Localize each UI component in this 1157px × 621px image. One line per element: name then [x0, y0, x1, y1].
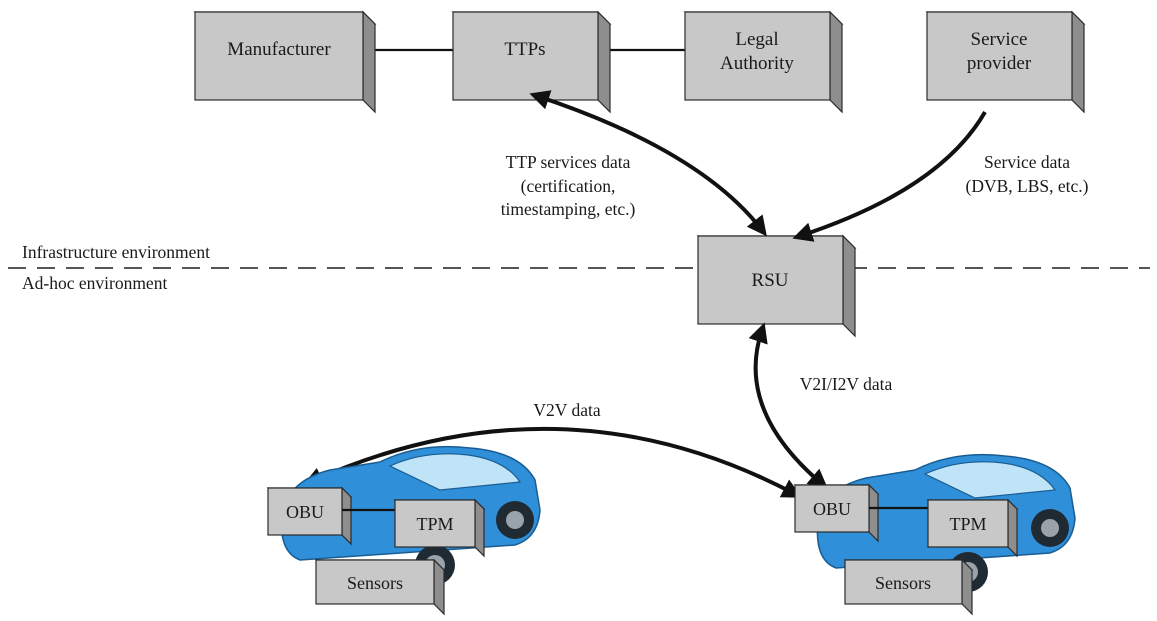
ttp-services-label-line2: (certification,	[521, 176, 616, 196]
v2i-arrow	[748, 322, 829, 490]
ttp-services-label-line1: TTP services data	[506, 152, 631, 172]
v2v-arrow	[302, 426, 803, 498]
right-obu-box: OBU	[793, 483, 880, 543]
left-vehicle: OBU TPM Sensors	[266, 445, 541, 616]
rsu-box: RSU	[696, 234, 857, 338]
right-obu-label: OBU	[813, 499, 851, 519]
legal-authority-label-line1: Legal	[735, 29, 778, 50]
infrastructure-environment-label: Infrastructure environment	[22, 242, 210, 262]
manufacturer-box: Manufacturer	[193, 10, 377, 114]
service-provider-label-line1: Service	[971, 29, 1028, 50]
adhoc-environment-label: Ad-hoc environment	[22, 273, 167, 293]
right-tpm-label: TPM	[949, 514, 986, 534]
service-provider-box: Service provider	[925, 10, 1086, 114]
ttp-services-label-line3: timestamping, etc.)	[501, 199, 636, 219]
left-tpm-label: TPM	[416, 514, 453, 534]
v2v-label: V2V data	[533, 400, 600, 420]
right-tpm-box: TPM	[926, 498, 1019, 558]
left-obu-box: OBU	[266, 486, 353, 546]
manufacturer-label: Manufacturer	[227, 39, 331, 60]
service-provider-label-line2: provider	[967, 53, 1032, 74]
left-sensors-box: Sensors	[314, 558, 446, 616]
service-data-label-line1: Service data	[984, 152, 1070, 172]
left-obu-label: OBU	[286, 502, 324, 522]
left-tpm-box: TPM	[393, 498, 486, 558]
ttps-label: TTPs	[504, 39, 545, 60]
service-data-label-line2: (DVB, LBS, etc.)	[966, 176, 1089, 196]
right-sensors-box: Sensors	[843, 558, 974, 616]
v2i-label: V2I/I2V data	[800, 374, 893, 394]
right-vehicle: OBU TPM Sensors	[793, 453, 1076, 616]
legal-authority-label-line2: Authority	[720, 53, 794, 74]
legal-authority-box: Legal Authority	[683, 10, 844, 114]
ttp-services-arrow	[529, 90, 767, 237]
service-data-arrow	[792, 110, 987, 242]
left-sensors-label: Sensors	[347, 573, 403, 593]
ttps-box: TTPs	[451, 10, 612, 114]
right-sensors-label: Sensors	[875, 573, 931, 593]
rsu-label: RSU	[752, 270, 789, 291]
